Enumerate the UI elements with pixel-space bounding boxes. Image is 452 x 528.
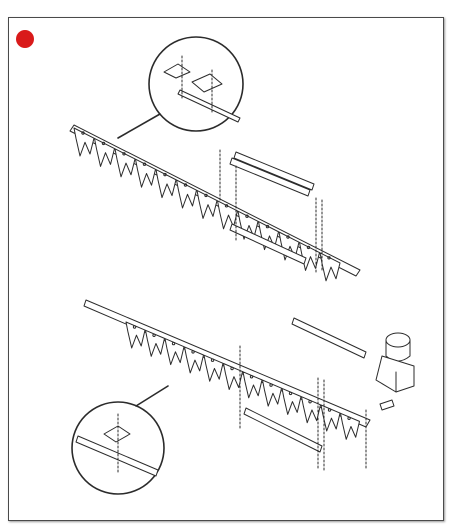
knife-section [145, 329, 165, 357]
rivet [183, 183, 188, 187]
red-dot-marker [16, 30, 34, 48]
rivet [306, 245, 311, 250]
knife-section [223, 363, 243, 390]
rivet [230, 366, 234, 371]
wear-strip-bottom [243, 317, 367, 453]
knife-sections-top [73, 127, 341, 282]
detail-callout-bottom [71, 385, 169, 495]
knife-section [164, 338, 185, 366]
knife-sections-bottom [125, 321, 360, 440]
rivet [132, 325, 137, 329]
knife-section [203, 354, 224, 382]
knife-section [319, 252, 341, 282]
knife-head [365, 332, 415, 471]
knife-section [94, 137, 115, 167]
knife-section [125, 321, 146, 349]
knife-section [242, 371, 263, 399]
knife-section [262, 379, 282, 407]
wear-strip-lower [229, 223, 307, 265]
rivet [152, 333, 156, 337]
rivet [191, 350, 195, 354]
knife-section [114, 148, 136, 178]
detail-callout-top [117, 36, 244, 139]
rivet [288, 391, 293, 396]
knife-section [135, 158, 156, 188]
rivet [265, 224, 270, 229]
rivet [286, 235, 290, 239]
rivet [142, 162, 147, 166]
rivet [163, 172, 167, 177]
rivet [122, 152, 126, 156]
knife-section [340, 412, 360, 440]
rivet [249, 375, 254, 379]
rivet [101, 141, 106, 146]
knife-section [73, 127, 95, 157]
fasteners-top [219, 149, 323, 273]
rivet [347, 416, 351, 420]
rivet [327, 256, 331, 260]
rivet [171, 341, 176, 346]
knife-section [320, 404, 341, 432]
rivet [245, 214, 249, 218]
wear-strip-top [229, 151, 315, 197]
rivet [81, 131, 85, 135]
rivet [269, 383, 273, 387]
knife-section [281, 387, 302, 415]
knife-section [184, 346, 204, 374]
rivet [224, 204, 229, 208]
knife-section [155, 169, 177, 199]
rivet [308, 400, 312, 404]
rivet [204, 193, 208, 198]
knife-section [196, 189, 218, 219]
rivet [210, 358, 215, 362]
knife-section [301, 396, 321, 424]
fasteners-bottom [239, 345, 325, 471]
rivet [327, 408, 332, 412]
knife-section [217, 200, 238, 230]
knife-section [176, 179, 197, 209]
